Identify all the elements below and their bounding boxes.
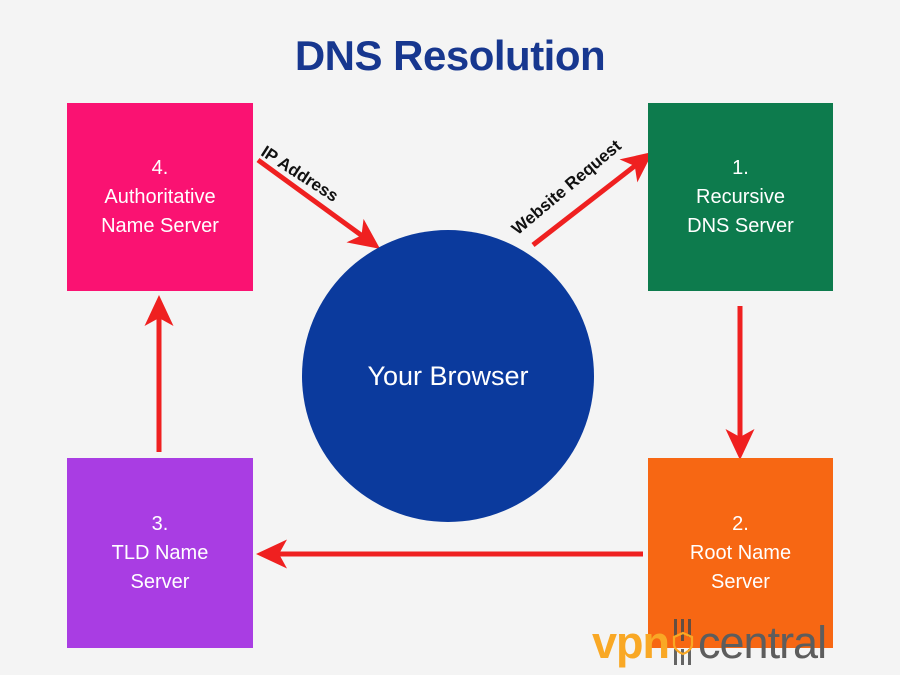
shield-icon	[670, 619, 696, 665]
node-authoritative-name-server[interactable]: 4. Authoritative Name Server	[67, 103, 253, 291]
watermark-central-text: central	[698, 616, 827, 668]
node-tld-label: 3. TLD Name Server	[111, 512, 209, 593]
arrow-label-website-request: Website Request	[508, 136, 625, 239]
node-browser-label: Your Browser	[367, 360, 529, 391]
node-authoritative-label: 4. Authoritative Name Server	[101, 156, 219, 237]
node-tld-name-server[interactable]: 3. TLD Name Server	[67, 458, 253, 648]
arrow-label-ip-address: IP Address	[257, 142, 342, 206]
node-recursive-label: 1. Recursive DNS Server	[687, 156, 794, 237]
watermark-vpn-text: vpn	[592, 616, 670, 668]
node-root-label: 2. Root Name Server	[689, 512, 792, 593]
node-recursive-dns-server[interactable]: 1. Recursive DNS Server	[648, 103, 833, 291]
vpncentral-watermark: vpn central	[592, 616, 827, 668]
node-root-name-server[interactable]: 2. Root Name Server	[648, 458, 833, 648]
node-your-browser[interactable]: Your Browser	[302, 230, 594, 522]
page-title: DNS Resolution	[294, 32, 606, 79]
